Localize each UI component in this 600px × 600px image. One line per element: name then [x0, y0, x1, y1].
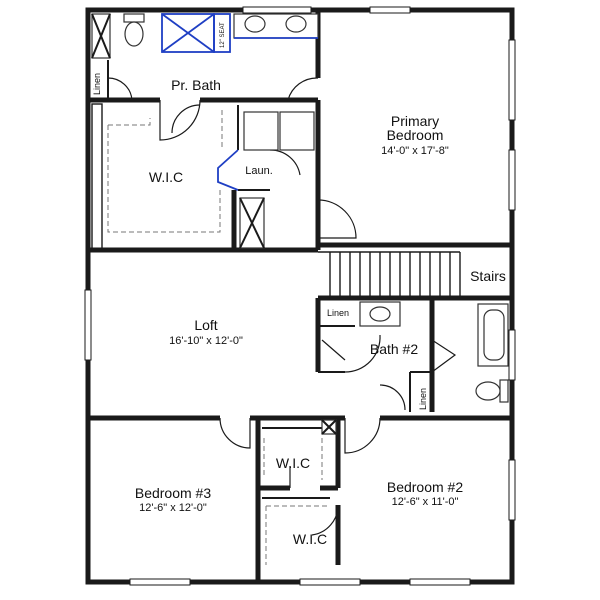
label-bedroom2: Bedroom #2 [387, 479, 463, 495]
label-bedroom3: Bedroom #3 [135, 485, 211, 501]
label-loft: Loft [194, 317, 217, 333]
label-pr-bath: Pr. Bath [171, 77, 221, 93]
label-primary-bedroom-line2: Bedroom [387, 127, 444, 143]
laundry-fixtures [217, 111, 315, 249]
bath2-fixtures [321, 301, 509, 435]
label-wic-lower: W.I.C [293, 531, 327, 547]
room-labels: Pr. Bath Primary Bedroom 14'-0" x 17'-8"… [135, 77, 506, 547]
label-linen-right: Linen [418, 388, 428, 410]
label-seat: 12" SEAT [220, 22, 226, 48]
label-bedroom2-dims: 12'-6" x 11'-0" [392, 496, 459, 508]
pr-bath-fixtures [91, 13, 319, 59]
label-loft-dims: 16'-10" x 12'-0" [169, 335, 243, 347]
label-wic-primary: W.I.C [149, 169, 183, 185]
closet-shelving [107, 110, 330, 565]
label-bath2: Bath #2 [370, 341, 418, 357]
label-linen-bath2: Linen [327, 308, 349, 318]
label-primary-bedroom-line1: Primary [391, 113, 439, 129]
label-wic-mid: W.I.C [276, 455, 310, 471]
label-stairs: Stairs [470, 268, 506, 284]
label-bedroom3-dims: 12'-6" x 12'-0" [139, 502, 207, 514]
exterior-windows [84, 6, 516, 586]
door-swings [107, 77, 457, 536]
label-laundry: Laun. [245, 165, 273, 177]
interior-walls [88, 10, 512, 582]
label-linen-top: Linen [92, 73, 102, 95]
label-primary-bedroom-dims: 14'-0" x 17'-8" [381, 145, 449, 157]
stairs-treads [318, 251, 461, 296]
closet-labels: Linen Linen Linen 12" SEAT [92, 22, 428, 410]
